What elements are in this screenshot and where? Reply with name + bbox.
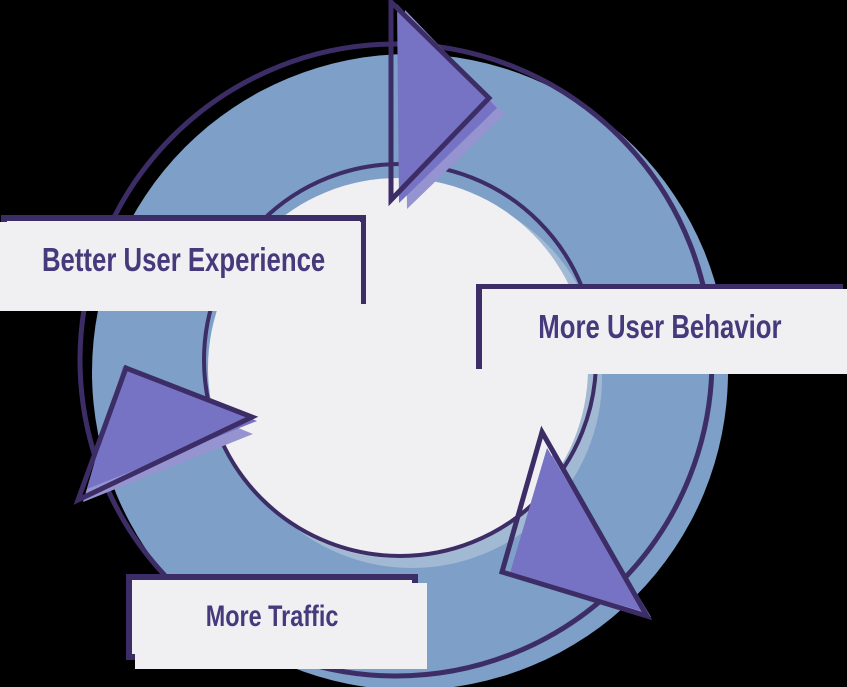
- node-more-user-behavior-label: More User Behavior: [537, 307, 782, 345]
- cycle-arrow-left-icon: [73, 364, 259, 505]
- node-more-traffic-label: More Traffic: [205, 600, 339, 633]
- node-more-user-behavior: More User Behavior: [476, 284, 847, 374]
- arrow-left-fill: [87, 366, 257, 489]
- arrow-left-sketch-outline: [73, 364, 259, 505]
- arrow-top-fill: [397, 4, 497, 203]
- node-better-user-experience-label: Better User Experience: [41, 240, 326, 278]
- arrow-top-sketch-outline: [388, 0, 493, 207]
- node-more-traffic: More Traffic: [126, 574, 427, 669]
- arrow-bottom-right-sketch-outline: [498, 425, 653, 621]
- arrow-bottom-right-fill: [510, 448, 645, 612]
- node-better-user-experience: Better User Experience: [0, 215, 366, 311]
- cycle-arrow-top-icon: [388, 0, 505, 209]
- cycle-arrow-bottom-right-icon: [498, 425, 653, 621]
